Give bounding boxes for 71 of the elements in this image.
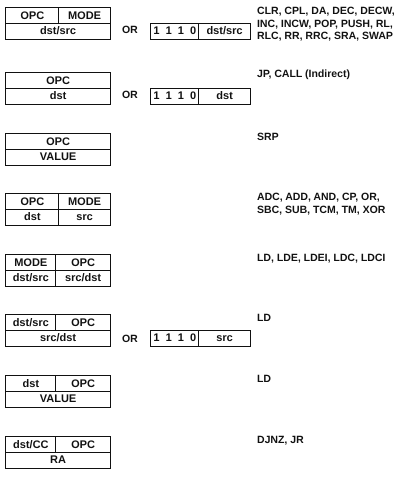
field-name: OPC xyxy=(20,196,44,208)
field-box xyxy=(5,254,56,271)
field-name: MODE xyxy=(68,196,101,208)
field-box xyxy=(5,22,111,40)
field-box xyxy=(198,330,251,346)
field-box xyxy=(150,88,200,104)
field-box xyxy=(55,314,111,331)
field-box xyxy=(5,452,111,468)
instruction-list: OR xyxy=(122,333,138,346)
field-name: dst/src xyxy=(40,25,76,37)
field-box xyxy=(5,375,56,392)
field-box xyxy=(55,270,111,286)
field-name: src xyxy=(76,211,93,223)
field-box xyxy=(5,133,111,150)
field-name: 1 1 1 0 xyxy=(153,25,196,37)
field-box xyxy=(150,330,200,346)
field-box xyxy=(198,88,251,104)
field-name: MODE xyxy=(14,256,48,268)
field-name: VALUE xyxy=(40,393,76,405)
field-box xyxy=(58,193,111,210)
field-name: OPC xyxy=(46,74,70,86)
field-box xyxy=(58,7,111,24)
instruction-list: LD xyxy=(257,373,271,386)
field-name: OPC xyxy=(71,256,95,268)
field-name: 1 1 1 0 xyxy=(153,332,196,344)
field-name: dst xyxy=(216,90,233,102)
field-box xyxy=(150,22,200,40)
field-name: OPC xyxy=(71,378,95,390)
field-name: 1 1 1 0 xyxy=(153,90,196,102)
field-box xyxy=(55,436,111,453)
field-box xyxy=(5,314,56,331)
instruction-list: LD, LDE, LDEI, LDC, LDCI xyxy=(257,252,386,264)
field-name: dst/src xyxy=(12,316,49,328)
field-name: dst/src xyxy=(206,25,243,37)
field-name: dst/CC xyxy=(13,438,48,450)
field-box xyxy=(198,22,251,40)
field-box xyxy=(5,330,111,346)
field-box xyxy=(5,208,60,226)
field-box xyxy=(55,254,111,271)
field-box xyxy=(5,270,56,286)
instruction-list: SRP xyxy=(257,131,279,144)
instruction-list: CLR, CPL, DA, DEC, DECW, INC, INCW, POP, PUSH, RL, RLC, RR, RRC, SRA, SWAP xyxy=(257,5,405,42)
field-name: dst xyxy=(50,90,66,102)
field-box xyxy=(5,7,60,24)
field-name: VALUE xyxy=(40,151,76,163)
field-box xyxy=(5,436,56,453)
field-name: dst xyxy=(22,378,39,390)
field-name: src/dst xyxy=(64,272,102,284)
field-name: OPC xyxy=(46,136,70,148)
field-box xyxy=(5,88,111,104)
instruction-list: JP, CALL (Indirect) xyxy=(257,68,350,80)
field-box xyxy=(55,375,111,392)
instruction-list: OR xyxy=(122,89,138,102)
field-name: OPC xyxy=(71,316,95,328)
field-name: OPC xyxy=(20,10,44,22)
field-name: MODE xyxy=(68,10,101,22)
field-box xyxy=(5,193,60,210)
field-box xyxy=(5,390,111,408)
field-name: RA xyxy=(50,454,66,466)
instruction-list: LD xyxy=(257,312,271,324)
field-name: dst xyxy=(24,211,40,223)
instruction-list: ADC, ADD, AND, CP, OR, SBC, SUB, TCM, TM, XOR xyxy=(257,191,405,216)
field-name: dst/src xyxy=(12,272,49,284)
field-box xyxy=(5,72,111,89)
field-box xyxy=(58,208,111,226)
instruction-list: OR xyxy=(122,24,138,36)
field-box xyxy=(5,148,111,166)
field-name: src/dst xyxy=(40,332,76,344)
field-name: OPC xyxy=(71,438,95,450)
instruction-list: DJNZ, JR xyxy=(257,434,304,446)
field-name: src xyxy=(216,332,233,344)
